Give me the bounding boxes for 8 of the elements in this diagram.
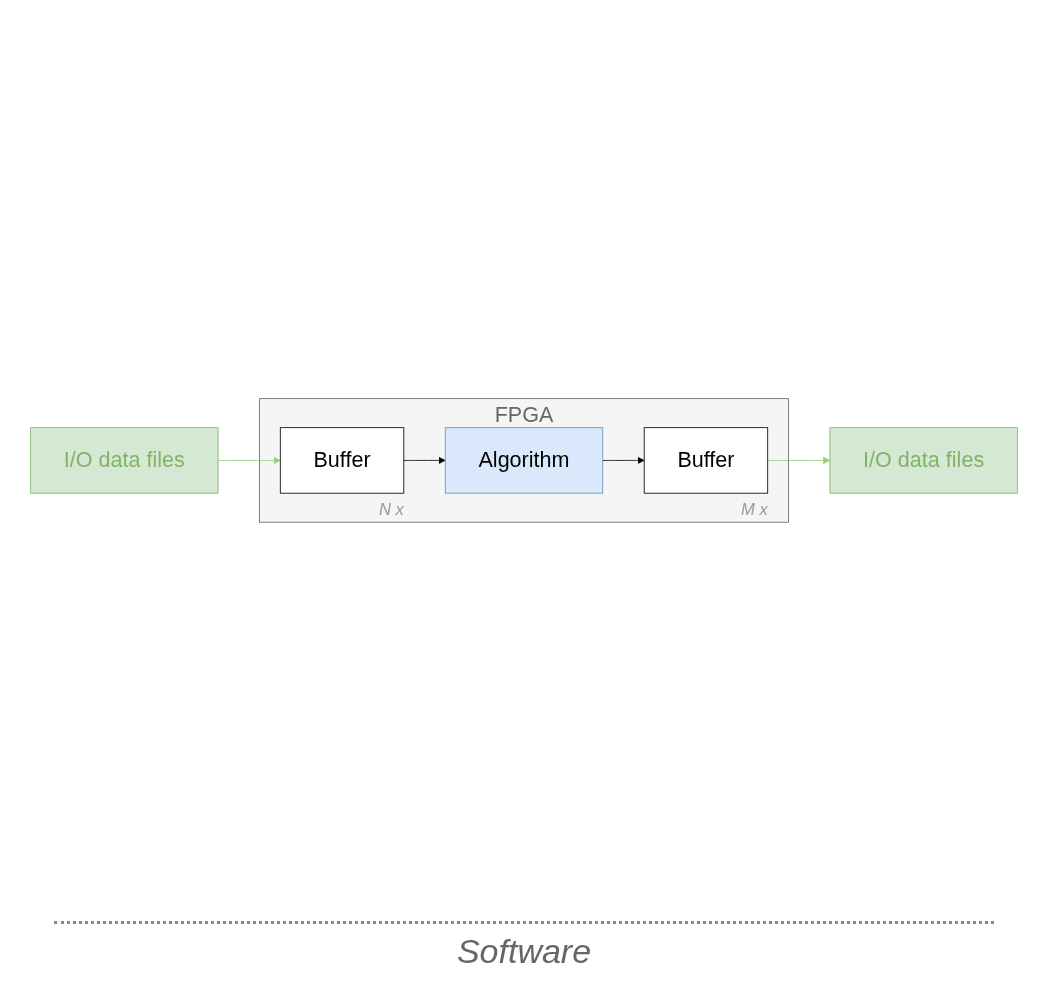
node-box: Algorithm: [444, 427, 604, 494]
section-label: Software: [456, 932, 592, 970]
node-box: I/O data files: [30, 427, 219, 494]
multiplier-label: M x: [741, 499, 768, 519]
node-box: Buffer: [643, 427, 769, 494]
node-box: I/O data files: [829, 427, 1018, 494]
multiplier-label: N x: [378, 499, 404, 519]
node-box: Buffer: [279, 427, 405, 494]
